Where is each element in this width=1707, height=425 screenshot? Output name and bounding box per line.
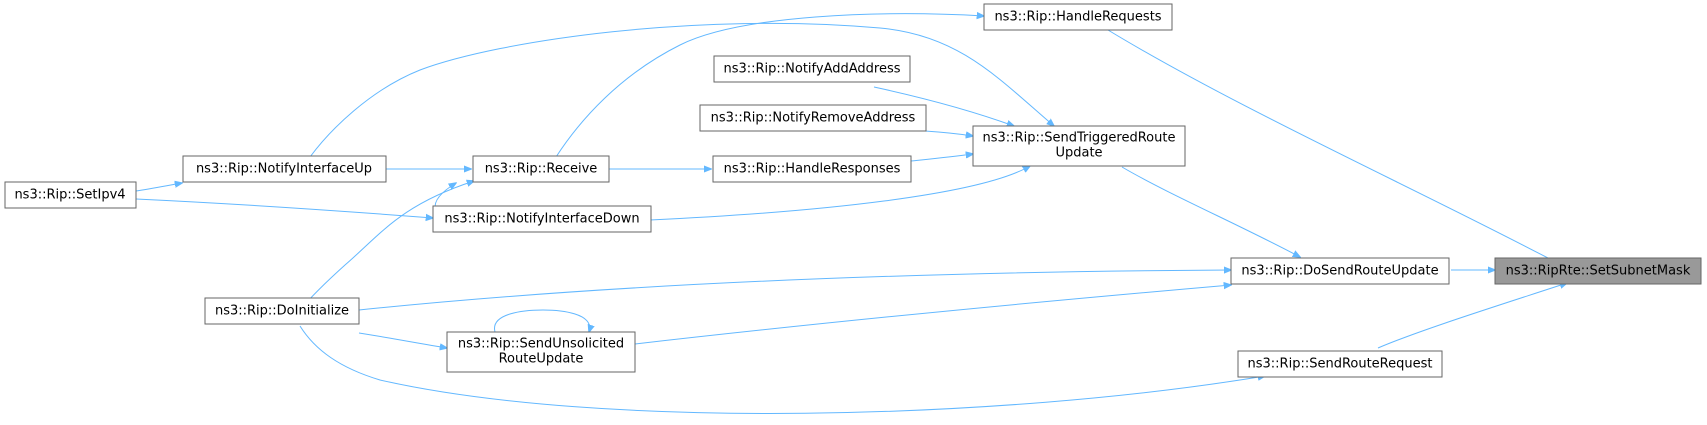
edge-sendunsolicited-self <box>494 309 590 332</box>
node-receive[interactable]: ns3::Rip::Receive <box>472 155 610 183</box>
node-set-ipv4[interactable]: ns3::Rip::SetIpv4 <box>4 181 137 209</box>
edge-handlerequests-setsubnetmask <box>1107 29 1567 268</box>
edge-sendrouterequest-setsubnetmask <box>1377 283 1567 349</box>
node-send-unsolicited-route-update[interactable]: ns3::Rip::SendUnsolicited RouteUpdate <box>446 331 636 373</box>
node-notify-add-address[interactable]: ns3::Rip::NotifyAddAddress <box>713 55 911 83</box>
node-label-line2: RouteUpdate <box>499 352 584 367</box>
edge-sendunsolicited-dosendrouteupdate <box>634 285 1231 345</box>
node-label: ns3::RipRte::SetSubnetMask <box>1506 264 1691 279</box>
node-handle-requests[interactable]: ns3::Rip::HandleRequests <box>983 3 1173 31</box>
edge-setipv4-notifyinterfaceup <box>135 183 182 192</box>
node-label: ns3::Rip::NotifyAddAddress <box>723 62 900 77</box>
node-label: ns3::Rip::SendRouteRequest <box>1248 357 1433 372</box>
edge-handleresponses-sendtriggered <box>910 154 973 162</box>
node-label: ns3::Rip::NotifyInterfaceDown <box>444 212 639 227</box>
node-do-send-route-update[interactable]: ns3::Rip::DoSendRouteUpdate <box>1230 257 1450 285</box>
node-set-subnet-mask[interactable]: ns3::RipRte::SetSubnetMask <box>1494 257 1702 285</box>
node-label-line1: ns3::Rip::SendTriggeredRoute <box>983 131 1176 146</box>
node-label: ns3::Rip::DoSendRouteUpdate <box>1241 264 1438 279</box>
edge-sendtriggered-dosendrouteupdate <box>1121 166 1300 257</box>
node-label: ns3::Rip::HandleRequests <box>994 10 1161 25</box>
node-label: ns3::Rip::HandleResponses <box>724 162 901 177</box>
node-do-initialize[interactable]: ns3::Rip::DoInitialize <box>204 297 360 325</box>
edge-notifyremoveaddress-sendtriggered <box>924 130 973 136</box>
edge-notifyaddaddress-sendtriggered <box>873 86 1014 126</box>
edge-doinitialize-dosendrouteupdate <box>358 270 1231 311</box>
node-handle-responses[interactable]: ns3::Rip::HandleResponses <box>712 155 912 183</box>
edge-handlerequests-receive <box>555 14 984 158</box>
node-label: ns3::Rip::DoInitialize <box>215 304 349 319</box>
edge-notifyinterfacedown-sendtriggered <box>649 166 1030 221</box>
edge-doinitialize-sendrouterequest <box>299 325 1265 414</box>
edges <box>135 14 1567 414</box>
node-notify-interface-down[interactable]: ns3::Rip::NotifyInterfaceDown <box>432 205 652 233</box>
edge-notifyinterfaceup-sendtriggered <box>309 22 1054 158</box>
node-label-line2: Update <box>1055 146 1102 161</box>
node-notify-remove-address[interactable]: ns3::Rip::NotifyRemoveAddress <box>699 104 927 132</box>
node-notify-interface-up[interactable]: ns3::Rip::NotifyInterfaceUp <box>182 155 387 183</box>
edge-doinitialize-receive <box>299 181 474 311</box>
node-label: ns3::Rip::SetIpv4 <box>14 188 125 203</box>
node-send-triggered-route-update[interactable]: ns3::Rip::SendTriggeredRoute Update <box>972 125 1186 167</box>
node-label: ns3::Rip::Receive <box>485 162 598 177</box>
edge-setipv4-notifyinterfacedown <box>135 198 433 218</box>
node-label: ns3::Rip::NotifyInterfaceUp <box>196 162 372 177</box>
node-label-line1: ns3::Rip::SendUnsolicited <box>458 337 624 352</box>
node-label: ns3::Rip::NotifyRemoveAddress <box>711 111 916 126</box>
node-send-route-request[interactable]: ns3::Rip::SendRouteRequest <box>1237 350 1443 378</box>
edge-doinitialize-sendunsolicited <box>358 332 447 348</box>
